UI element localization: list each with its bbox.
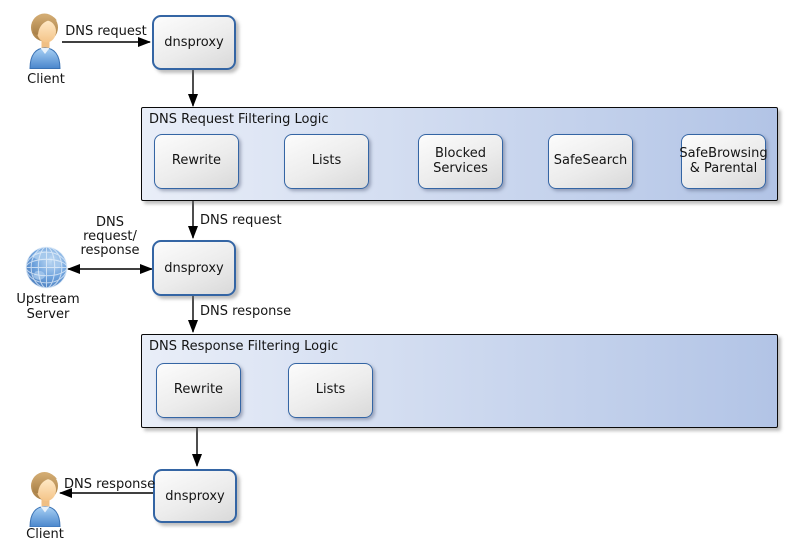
step-lists-label: Lists [311,153,342,169]
person-icon [29,13,61,69]
upstream-server [25,246,68,289]
node-dnsproxy-2-label: dnsproxy [164,260,224,276]
edge-label-dns-request-top: DNS request [65,24,147,39]
node-dnsproxy-2: dnsproxy [152,240,236,296]
response-filtering-title: DNS Response Filtering Logic [149,339,339,354]
client-top-label: Client [27,72,65,87]
step-rewrite-response: Rewrite [156,363,241,418]
client-bottom [27,471,63,528]
node-dnsproxy-1-label: dnsproxy [164,35,224,50]
client-top [27,12,63,69]
edge-label-dns-request-response: DNS request/ response [80,215,140,258]
edge-label-dns-response-bottom: DNS response [64,477,156,492]
step-blocked-services-label: Blocked Services [433,145,488,176]
upstream-server-label: Upstream Server [16,292,80,322]
step-rewrite-label: Rewrite [171,153,222,169]
edge-label-dns-response-mid: DNS response [200,304,292,319]
request-filtering-title: DNS Request Filtering Logic [149,112,329,127]
step-safebrowsing-label: SafeBrowsing & Parental [679,145,768,176]
response-filtering-container: DNS Response Filtering Logic Rewrite Lis… [141,334,778,428]
step-lists-response: Lists [288,363,373,418]
step-safesearch-label: SafeSearch [553,153,628,169]
step-rewrite: Rewrite [154,134,239,189]
step-safebrowsing: SafeBrowsing & Parental [679,134,768,189]
step-safesearch: SafeSearch [548,134,633,189]
step-blocked-services: Blocked Services [418,134,503,189]
person-icon [29,472,61,528]
step-lists-response-label: Lists [315,382,346,398]
edge-label-dns-request-mid: DNS request [200,213,282,228]
step-rewrite-response-label: Rewrite [173,382,224,398]
client-bottom-label: Client [26,527,64,542]
request-filtering-container: DNS Request Filtering Logic Rewrite List… [141,107,778,201]
node-dnsproxy-3-label: dnsproxy [165,488,225,504]
node-dnsproxy-1: dnsproxy [152,15,236,70]
globe-icon [25,246,68,289]
step-lists: Lists [284,134,369,189]
node-dnsproxy-3: dnsproxy [153,469,237,523]
